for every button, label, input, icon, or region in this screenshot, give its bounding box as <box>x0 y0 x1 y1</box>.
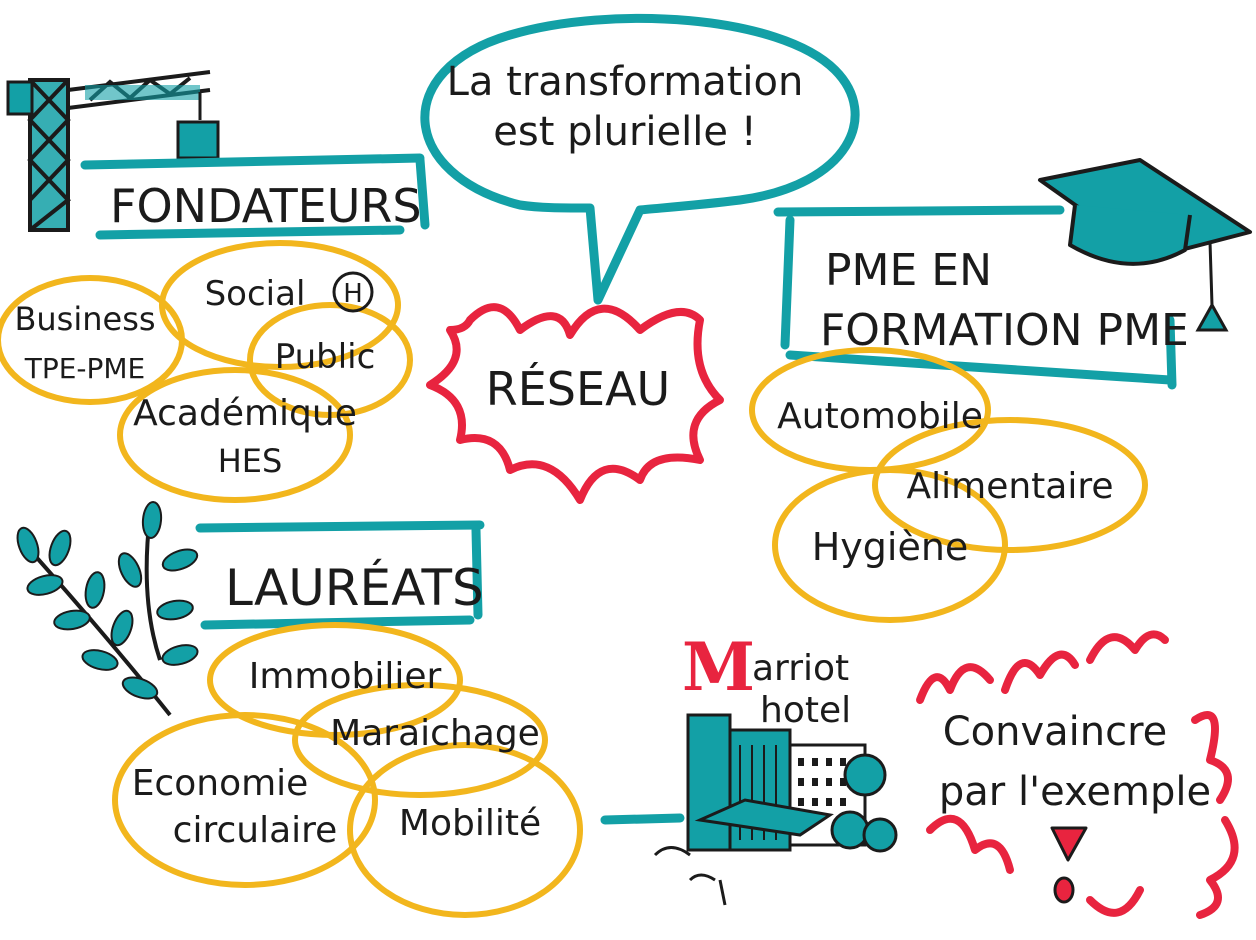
laureats-title: LAURÉATS <box>225 558 484 617</box>
fondateurs-title: FONDATEURS <box>110 179 422 233</box>
exemple-burst <box>916 630 1239 919</box>
fondateurs-item-public: Public <box>275 337 376 377</box>
fondateurs-ellipses <box>0 240 413 503</box>
fondateurs-item-social: Social <box>205 274 306 314</box>
bubble-line-2: est plurielle ! <box>493 109 756 155</box>
laureats-item-mobilite: Mobilité <box>399 803 541 844</box>
exemple-line-2: par l'exemple <box>939 769 1211 815</box>
marriott-logo: M arriot hotel <box>682 628 851 731</box>
marriott-line-1: arriot <box>752 648 849 689</box>
laureats-item-immobilier: Immobilier <box>249 656 442 697</box>
reseau-burst: RÉSEAU <box>426 303 724 504</box>
laureats-ellipses <box>112 622 583 918</box>
fondateurs-item-tpe-pme: TPE-PME <box>24 352 146 385</box>
reseau-label: RÉSEAU <box>486 362 670 416</box>
exclamation-icon <box>1050 826 1088 904</box>
crane-icon <box>6 70 220 232</box>
bubble-line-1: La transformation <box>447 59 804 105</box>
fondateurs-item-academique: Académique <box>133 393 357 434</box>
laureats-banner: LAURÉATS <box>195 520 485 630</box>
laureats-item-circulaire: circulaire <box>173 810 338 851</box>
pme-item-hygiene: Hygiène <box>812 525 969 569</box>
graduation-cap-icon <box>1038 158 1252 332</box>
marriott-line-2: hotel <box>760 690 851 731</box>
pme-item-automobile: Automobile <box>777 396 983 437</box>
fondateurs-banner: FONDATEURS <box>80 153 430 240</box>
fondateurs-item-hes: HES <box>218 442 283 480</box>
laureats-item-economie: Economie <box>132 763 309 804</box>
pme-ellipses <box>749 347 1148 623</box>
marriott-logo-letter: M <box>682 628 755 706</box>
hotel-building-icon <box>600 713 898 906</box>
pme-title-line-1: PME EN <box>825 245 992 296</box>
laureats-item-maraichage: Maraichage <box>330 713 540 754</box>
exemple-line-1: Convaincre <box>943 709 1168 755</box>
fondateurs-item-business: Business <box>14 300 155 338</box>
handicap-circle-icon: H <box>332 271 374 313</box>
pme-item-alimentaire: Alimentaire <box>907 466 1114 507</box>
laurel-branch-icon <box>16 501 199 717</box>
speech-bubble: La transformation est plurielle ! <box>420 13 860 305</box>
handicap-circle-label: H <box>343 279 363 309</box>
